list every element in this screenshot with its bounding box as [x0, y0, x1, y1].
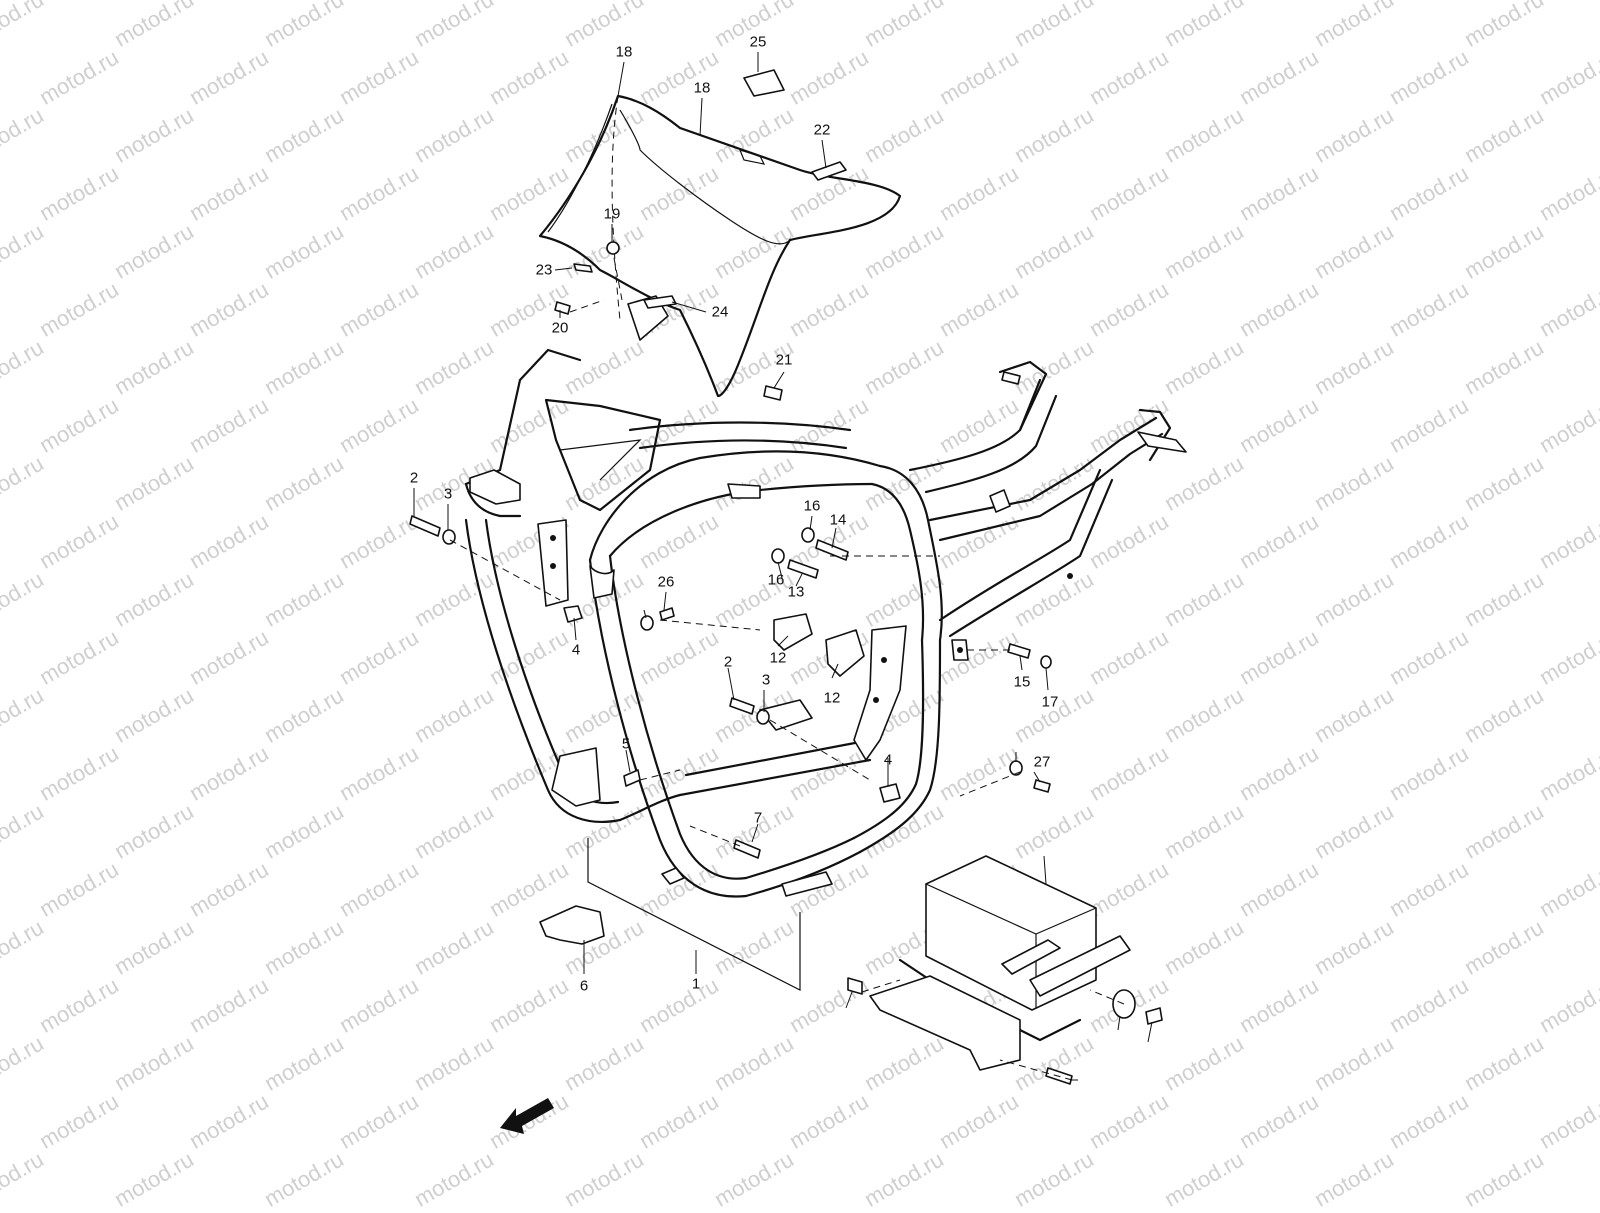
assembly-lines	[449, 257, 1125, 1081]
clip-18-left	[573, 263, 593, 273]
leader-lines	[413, 52, 1153, 1081]
frame-cover	[538, 94, 902, 398]
fwd-arrow-icon	[500, 1098, 554, 1134]
callout-12-upper: 16	[803, 497, 821, 515]
battery-box	[869, 855, 1131, 1071]
main-frame	[464, 348, 1187, 898]
callout-9: 12	[823, 689, 841, 707]
callout-11-lower: 15	[1013, 673, 1031, 691]
callout-17: 22	[813, 121, 831, 139]
callout-12-lower: 17	[1041, 693, 1059, 711]
callout-18-left: 23	[535, 261, 553, 279]
callout-16-right: 21	[775, 351, 793, 369]
callout-10: 13	[787, 583, 805, 601]
callout-14: 18	[693, 79, 711, 97]
callout-5: 5	[621, 735, 631, 753]
callout-21: 27	[1033, 753, 1051, 771]
callout-12-middle: 16	[767, 571, 785, 589]
decal-19	[743, 69, 785, 97]
bracket-9	[825, 629, 865, 677]
callout-13: 18	[615, 43, 633, 61]
callout-16-upper: 20	[551, 319, 569, 337]
callout-11-upper: 14	[829, 511, 847, 529]
callout-7: 7	[753, 809, 763, 827]
fasteners	[409, 241, 1052, 859]
frame-base-outline	[587, 838, 801, 991]
strip-17	[811, 161, 847, 181]
callout-18-right: 24	[711, 303, 729, 321]
callout-6: 6	[579, 977, 589, 995]
callout-8: 12	[769, 649, 787, 667]
callout-19: 25	[749, 33, 767, 51]
grommet-24	[847, 977, 863, 995]
callout-20: 26	[657, 573, 675, 591]
callout-2-lower: 2	[723, 653, 733, 671]
bracket-6	[539, 905, 605, 945]
collar-27	[1145, 1007, 1163, 1025]
callout-3-upper: 3	[443, 485, 453, 503]
callout-4-upper: 4	[571, 641, 581, 659]
callout-15: 19	[603, 205, 621, 223]
clip-18-right	[643, 295, 677, 309]
callout-3-lower: 3	[761, 671, 771, 689]
callout-1: 1	[691, 975, 701, 993]
callout-4-lower: 4	[883, 751, 893, 769]
callout-2-upper: 2	[409, 469, 419, 487]
